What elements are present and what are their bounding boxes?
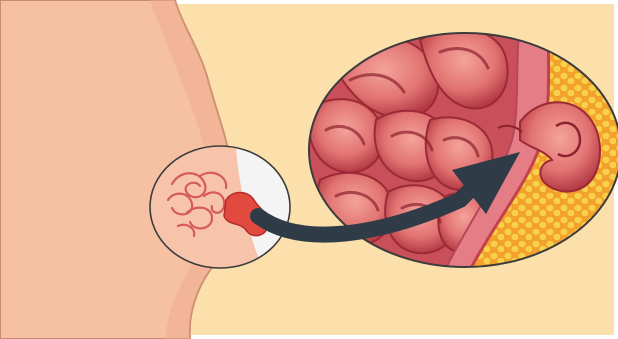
illustration-frame [0, 0, 618, 339]
illustration-canvas [0, 0, 618, 339]
